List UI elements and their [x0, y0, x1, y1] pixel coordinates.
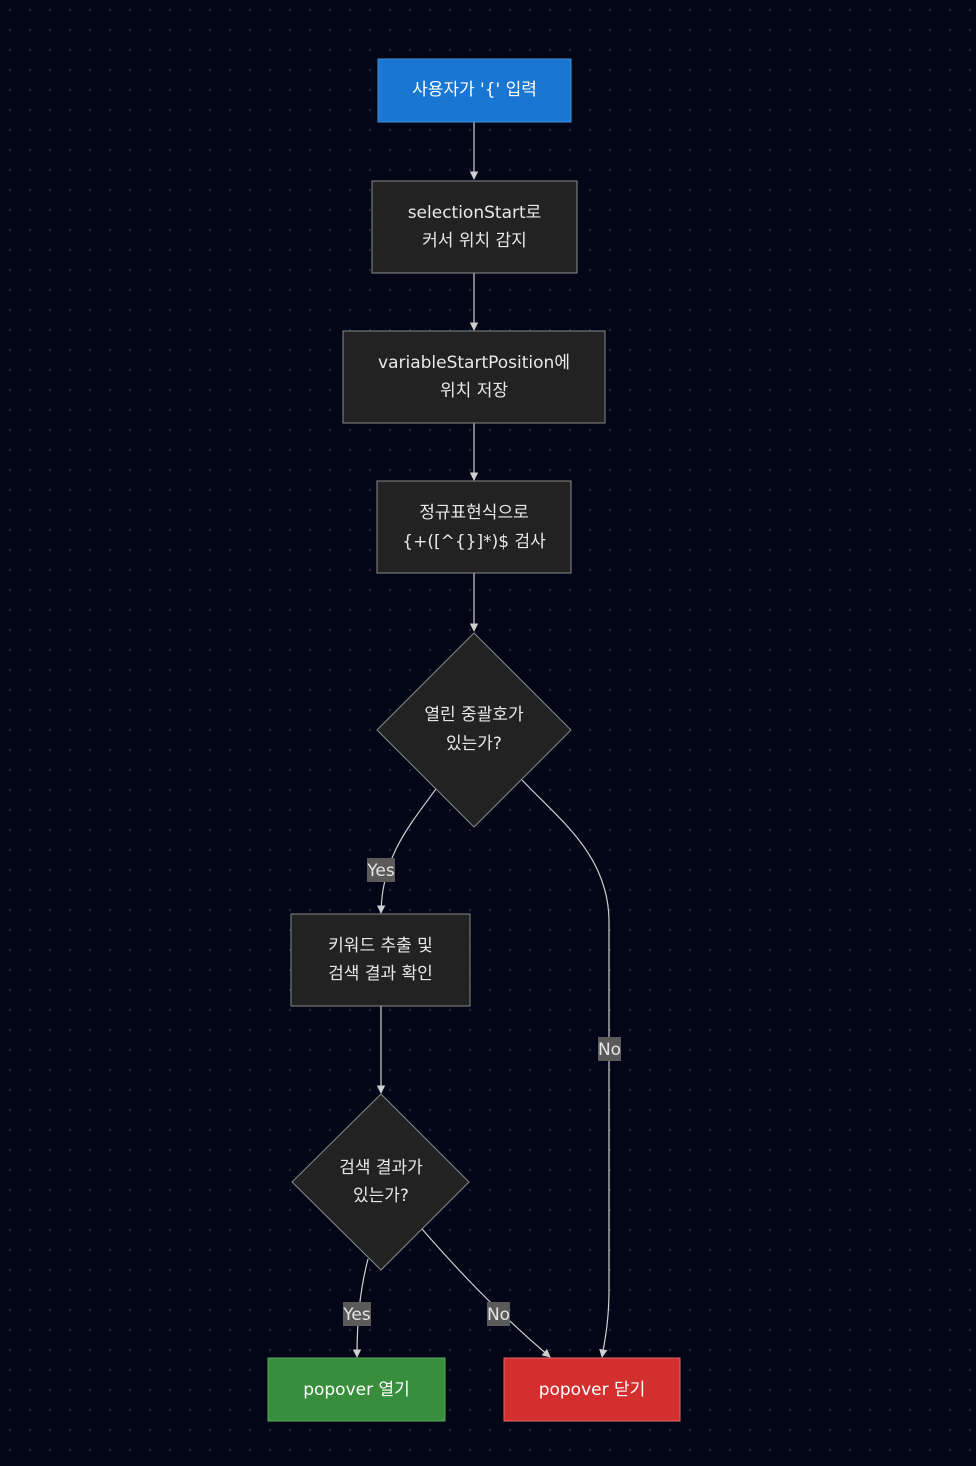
node-check-brace[interactable]: 열린 중괄호가 있는가? — [376, 632, 572, 828]
edge-label-result-yes-text: Yes — [342, 1305, 371, 1325]
node-close[interactable]: popover 닫기 — [503, 1357, 681, 1422]
node-detect-line1: selectionStart로 — [408, 203, 542, 223]
node-check-brace-line1: 열린 중괄호가 — [424, 705, 524, 725]
node-open-line1: popover 열기 — [303, 1380, 410, 1400]
node-check-result-line2: 있는가? — [353, 1186, 409, 1206]
edge-label-brace-no: No — [598, 1037, 621, 1061]
node-regex-line2: {+([^{}]*)$ 검사 — [402, 532, 546, 552]
edge-brace-no — [521, 779, 610, 1358]
node-extract-line2: 검색 결과 확인 — [328, 964, 433, 984]
node-save-line1: variableStartPosition에 — [378, 353, 570, 373]
node-check-result[interactable]: 검색 결과가 있는가? — [291, 1093, 470, 1271]
edge-label-result-no: No — [487, 1302, 510, 1326]
node-input[interactable]: 사용자가 '{' 입력 — [377, 58, 572, 123]
node-regex[interactable]: 정규표현식으로 {+([^{}]*)$ 검사 — [376, 480, 572, 574]
node-extract-line1: 키워드 추출 및 — [328, 936, 433, 956]
edge-brace-yes — [376, 788, 437, 914]
node-extract[interactable]: 키워드 추출 및 검색 결과 확인 — [290, 913, 471, 1007]
node-check-result-line1: 검색 결과가 — [339, 1158, 423, 1178]
edge-label-result-no-text: No — [487, 1305, 510, 1325]
edge-label-brace-yes-text: Yes — [366, 861, 395, 881]
edge-label-brace-yes: Yes — [366, 858, 395, 882]
node-regex-line1: 정규표현식으로 — [419, 503, 528, 523]
node-close-line1: popover 닫기 — [539, 1380, 646, 1400]
node-check-brace-line2: 있는가? — [446, 734, 502, 754]
node-detect[interactable]: selectionStart로 커서 위치 감지 — [371, 180, 578, 274]
node-open[interactable]: popover 열기 — [267, 1357, 446, 1422]
edge-label-brace-no-text: No — [598, 1040, 621, 1060]
node-save-line2: 위치 저장 — [440, 381, 508, 401]
node-save[interactable]: variableStartPosition에 위치 저장 — [342, 330, 606, 424]
node-detect-line2: 커서 위치 감지 — [422, 231, 527, 251]
edge-label-result-yes: Yes — [342, 1302, 371, 1326]
node-input-line1: 사용자가 '{' 입력 — [412, 80, 537, 100]
edge-result-no — [421, 1228, 551, 1358]
